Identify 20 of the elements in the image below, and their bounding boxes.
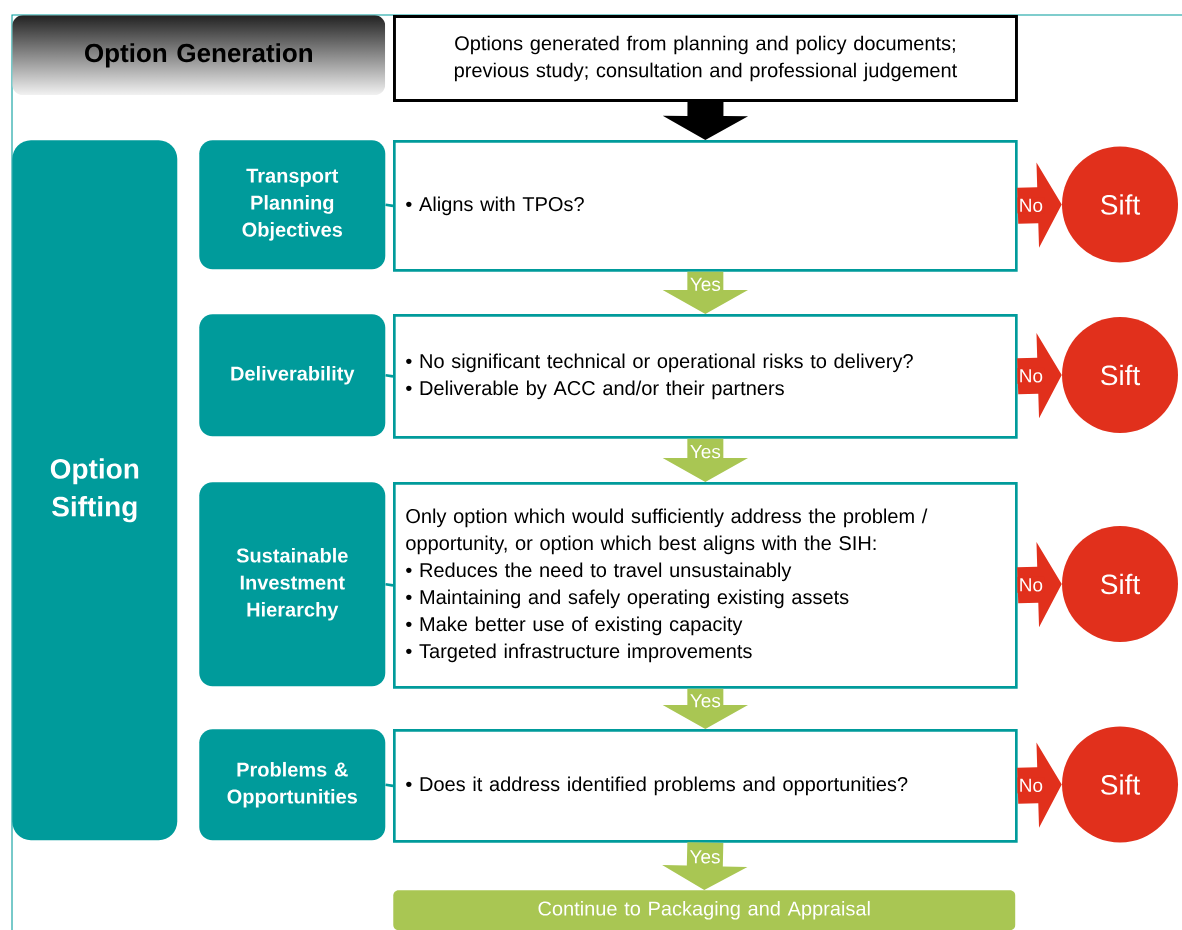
- source-box: Options generated from planning and policy documents; previous study; consultation and professional judgement: [393, 15, 1018, 102]
- connector-line: [385, 203, 394, 208]
- result-box: Continue to Packaging and Appraisal: [393, 890, 1016, 930]
- edge-label: Yes: [688, 276, 723, 293]
- criterion-box: Transport Planning Objectives: [199, 140, 386, 270]
- question-box: Only option which would sufficiently address the problem / opportunity, or option which best aligns with the SIH: • Reduces the need to travel unsustainably • Maintaining and safely operating existing assets • Make better use of existing capacity • Targeted infrastructure improvements: [393, 482, 1018, 689]
- criterion-box: Sustainable Investment Hierarchy: [199, 482, 386, 687]
- question-box: • No significant technical or operational risks to delivery? • Deliverable by ACC and/or their partners: [393, 314, 1018, 439]
- criterion-box: Deliverability: [199, 314, 386, 437]
- criterion-box: Problems & Opportunities: [199, 729, 386, 841]
- question-box: • Aligns with TPOs?: [393, 140, 1018, 272]
- stage-header: Option Generation: [85, 43, 312, 68]
- connector-line: [385, 373, 394, 378]
- stage-bar: Option Sifting: [12, 140, 178, 841]
- connector-line: [385, 783, 394, 788]
- edge-label: No: [1017, 777, 1045, 794]
- edge-label: No: [1017, 197, 1045, 214]
- question-box: • Does it address identified problems and opportunities?: [393, 729, 1018, 843]
- connector-line: [385, 582, 394, 587]
- block-arrow: [662, 101, 749, 140]
